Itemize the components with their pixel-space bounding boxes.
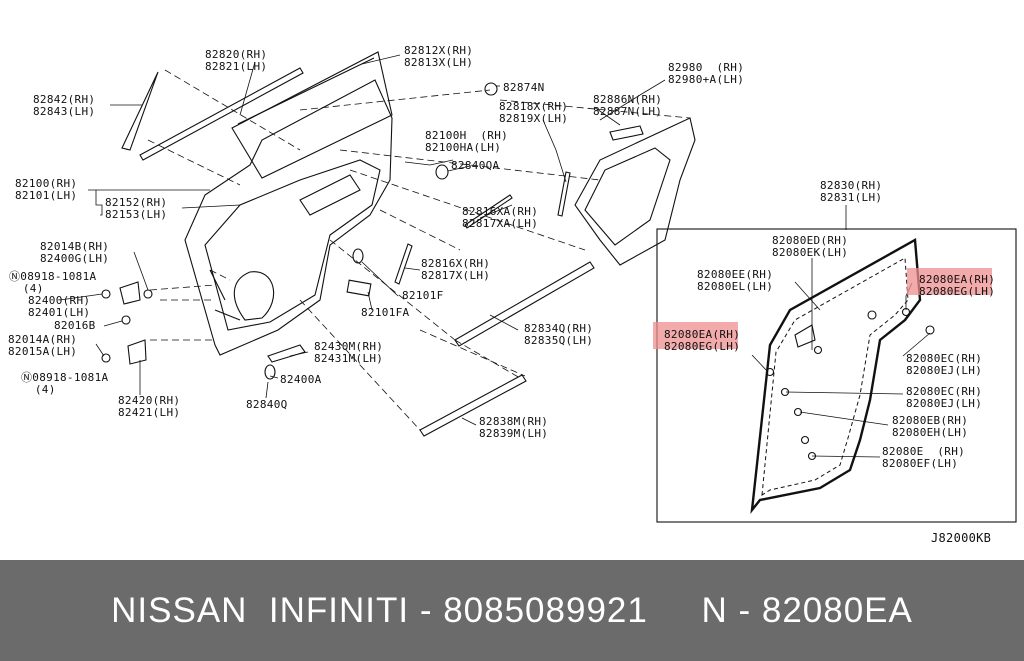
label-82100: 82100(RH) 82101(LH) xyxy=(15,177,78,202)
door-check xyxy=(267,344,306,363)
diagram-drawing xyxy=(59,51,1017,523)
triangle-trim xyxy=(121,71,159,151)
part-82101f xyxy=(352,248,364,264)
diagram-code: J82000KB xyxy=(931,531,992,545)
inset-frame xyxy=(656,228,1017,523)
label-82080e: 82080E (RH) 82080EF(LH) xyxy=(882,445,966,470)
label-82818x: 82818X(RH) 82819X(LH) xyxy=(499,100,569,125)
label-82840q: 82840Q xyxy=(246,398,288,411)
door-shell xyxy=(184,79,393,356)
label-82080ed: 82080ED(RH) 82080EK(LH) xyxy=(772,234,849,259)
inset-weatherstrip xyxy=(750,238,922,514)
label-82080ee: 82080EE(RH) 82080EL(LH) xyxy=(697,268,774,293)
label-82980: 82980 (RH) 82980+A(LH) xyxy=(668,61,745,86)
label-82420: 82420(RH) 82421(LH) xyxy=(118,394,181,419)
label-82834q: 82834Q(RH) 82835Q(LH) xyxy=(524,322,594,347)
label-82430m: 82430M(RH) 82431M(LH) xyxy=(314,340,384,365)
label-82838m: 82838M(RH) 82839M(LH) xyxy=(479,415,549,440)
label-82080eb: 82080EB(RH) 82080EH(LH) xyxy=(892,414,969,439)
label-82820: 82820(RH) 82821(LH) xyxy=(205,48,268,73)
label-82100h: 82100H (RH) 82100HA(LH) xyxy=(425,129,509,154)
label-82080ea-right: 82080EA(RH) 82080EG(LH) xyxy=(919,273,996,298)
label-08918a: Ⓝ08918-1081A (4) xyxy=(9,270,97,295)
label-82400: 82400(RH) 82401(LH) xyxy=(28,294,91,319)
label-82014a: 82014A(RH) 82015A(LH) xyxy=(8,333,78,358)
label-08918b: Ⓝ08918-1081A (4) xyxy=(21,371,109,396)
weatherstrip-834 xyxy=(454,261,595,347)
label-82080ec-2: 82080EC(RH) 82080EJ(LH) xyxy=(906,385,983,410)
label-82014b: 82014B(RH) 82400G(LH) xyxy=(40,240,110,265)
label-82400a: 82400A xyxy=(280,373,322,386)
label-82101fa: 82101FA xyxy=(361,306,410,319)
label-82080ec-1: 82080EC(RH) 82080EJ(LH) xyxy=(906,352,983,377)
part-number-caption: NISSAN INFINITI - 8085089921 N - 82080EA xyxy=(111,591,913,630)
part-82840q xyxy=(264,364,276,380)
highlight-right xyxy=(907,268,992,295)
part-82840qa xyxy=(435,164,449,180)
label-82886n: 82886N(RH) 82887N(LH) xyxy=(593,93,663,118)
label-82840qa: 82840QA xyxy=(451,159,500,172)
label-82101f: 82101F xyxy=(402,289,444,302)
highlight-left xyxy=(653,322,738,349)
footer-bar: NISSAN INFINITI - 8085089921 N - 82080EA xyxy=(0,560,1024,661)
parts-diagram: 82820(RH) 82821(LH) 82812X(RH) 82813X(LH… xyxy=(8,44,1017,545)
label-82816x: 82816X(RH) 82817X(LH) xyxy=(421,257,491,282)
belt-molding xyxy=(139,67,304,161)
label-82812x: 82812X(RH) 82813X(LH) xyxy=(404,44,474,69)
label-82016b: 82016B xyxy=(54,319,96,332)
label-82830: 82830(RH) 82831(LH) xyxy=(820,179,883,204)
door-trim-panel xyxy=(574,117,696,266)
label-82842: 82842(RH) 82843(LH) xyxy=(33,93,96,118)
label-82152: 82152(RH) 82153(LH) xyxy=(105,196,168,221)
label-82816xa: 82816XA(RH) 82817XA(LH) xyxy=(462,205,539,230)
hinge-upper xyxy=(119,281,141,305)
hinge-lower xyxy=(127,339,147,365)
weatherstrip-838 xyxy=(419,374,527,437)
label-82874n: 82874N xyxy=(503,81,545,94)
part-82101fa xyxy=(346,279,372,297)
part-82874n xyxy=(484,82,498,96)
label-82080ea-left: 82080EA(RH) 82080EG(LH) xyxy=(664,328,741,353)
